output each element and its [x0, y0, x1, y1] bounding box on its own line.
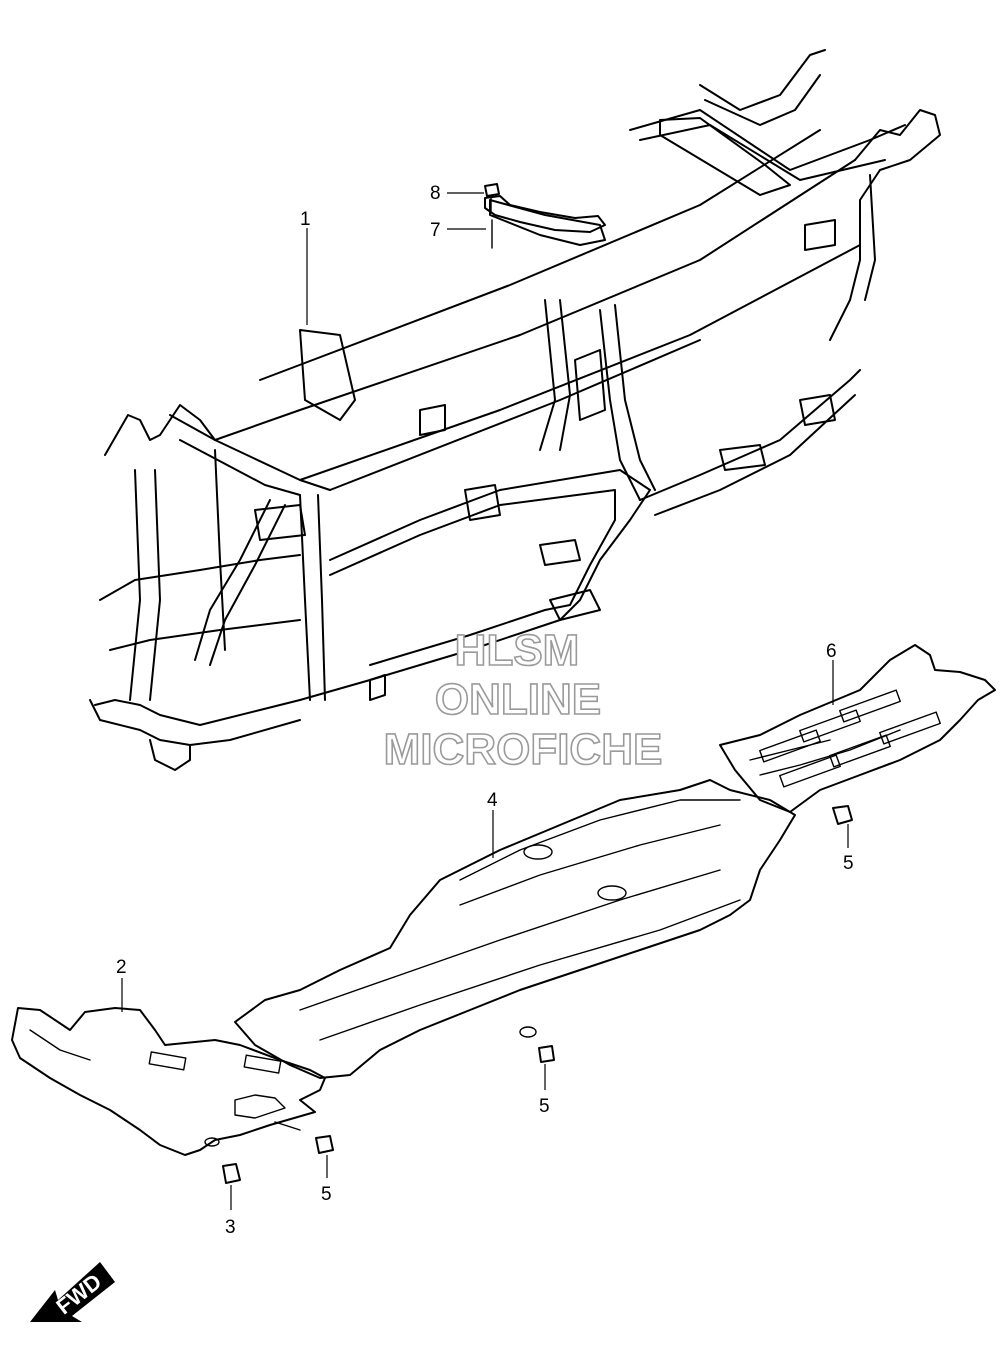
bracket-part-7[interactable] — [484, 195, 606, 249]
center-skid-plate-part-4[interactable] — [234, 779, 796, 1079]
front-skid-plate-part-2[interactable] — [11, 1007, 326, 1156]
callout-5-rear: 5 — [843, 853, 854, 874]
callout-3: 3 — [225, 1217, 236, 1238]
watermark-line-2: ONLINE — [435, 675, 601, 724]
rear-skid-plate-part-6[interactable] — [719, 644, 996, 813]
watermark-line-1: HLSM — [455, 626, 580, 675]
callout-1: 1 — [300, 209, 311, 230]
fwd-arrow-icon: FWD — [30, 1262, 115, 1322]
bolt-part-5-front[interactable] — [315, 1135, 334, 1154]
callout-5-front: 5 — [321, 1184, 332, 1205]
callout-8: 8 — [430, 183, 441, 204]
bolt-part-5-rear[interactable] — [832, 805, 853, 825]
bolt-part-3[interactable] — [222, 1163, 241, 1184]
callout-5-center: 5 — [539, 1096, 550, 1117]
callout-7: 7 — [430, 220, 441, 241]
bolt-part-5-center[interactable] — [538, 1045, 555, 1063]
watermark-line-3: MICROFICHE — [384, 725, 663, 774]
callout-6: 6 — [826, 641, 837, 662]
callout-4: 4 — [487, 790, 498, 811]
callout-2: 2 — [116, 957, 127, 978]
leader-lines — [121, 192, 849, 1210]
frame-part-1[interactable] — [89, 49, 941, 771]
bolt-part-8[interactable] — [484, 183, 500, 213]
